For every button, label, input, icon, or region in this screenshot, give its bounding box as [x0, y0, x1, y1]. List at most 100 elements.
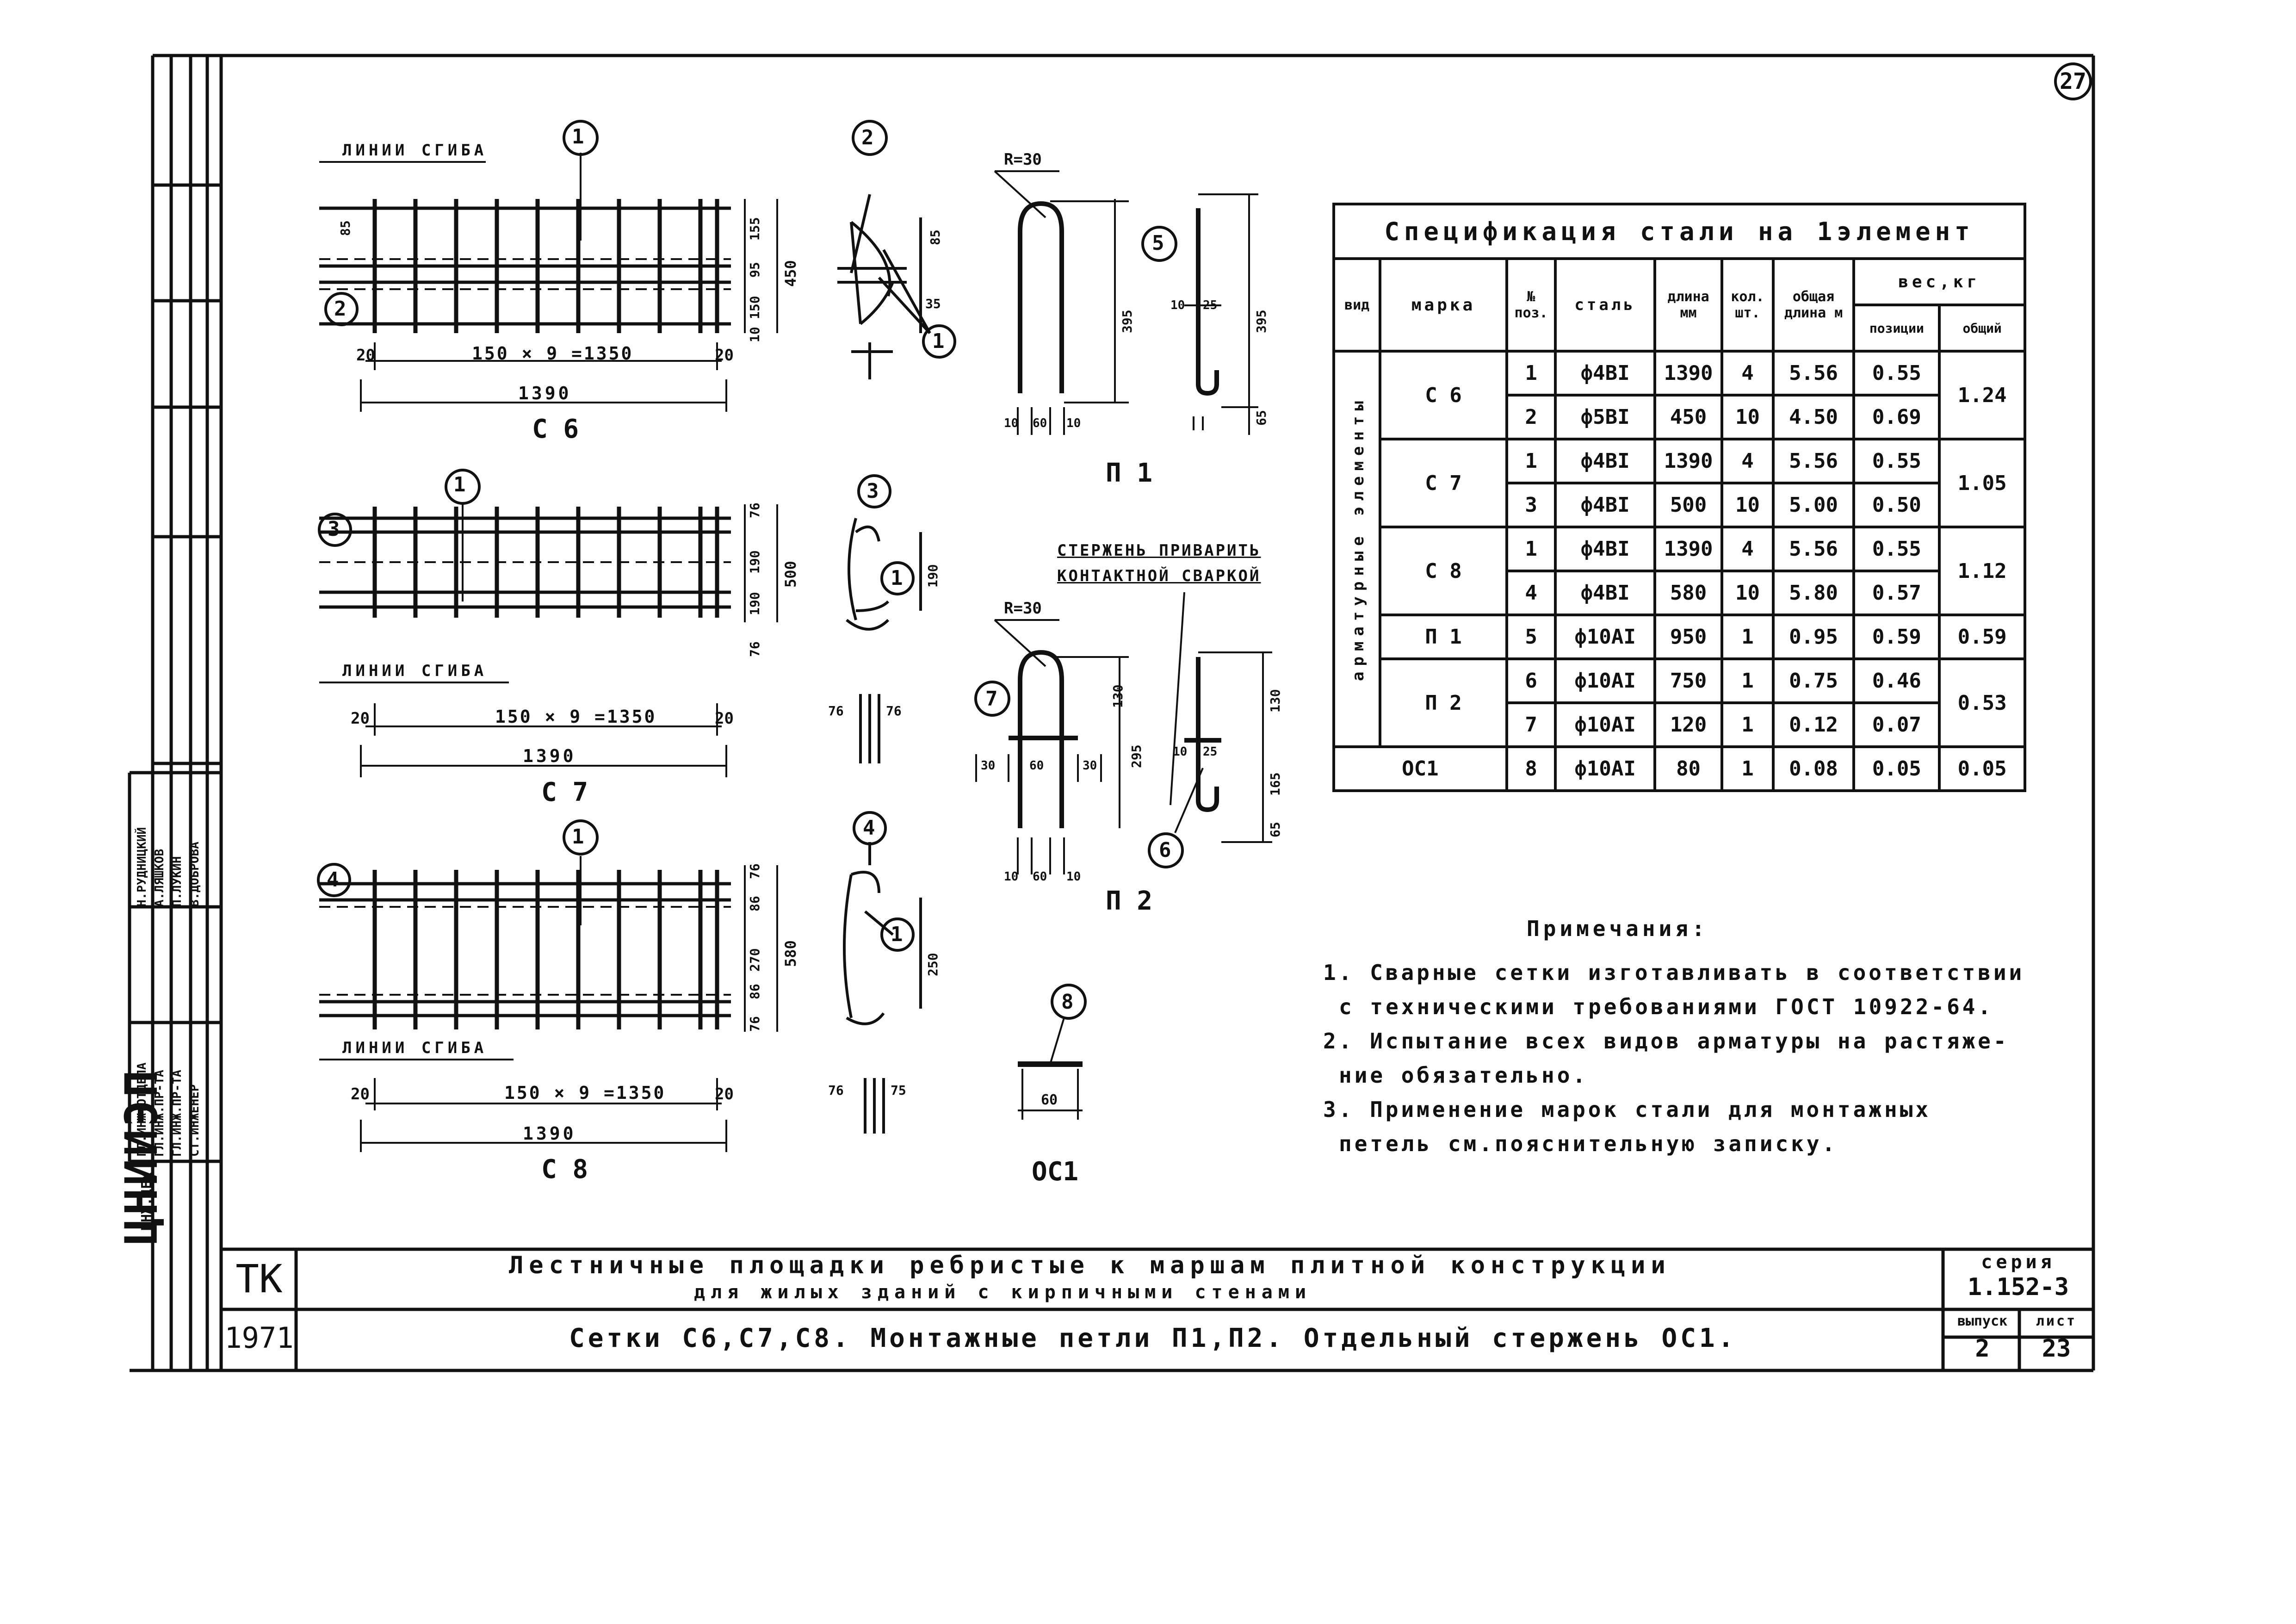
series-label: серия: [1981, 1252, 2055, 1273]
spec-row: 3 ф4ВI 500 10 5.00 0.50: [1334, 482, 2025, 528]
loop-p2-drawing: [974, 592, 1272, 874]
spec-cell-qty: 1: [1720, 657, 1775, 704]
spec-cell-total-length: 0.08: [1771, 745, 1856, 792]
spec-cell-qty: 10: [1720, 570, 1775, 616]
c8-section-dim-a: 250: [925, 953, 941, 976]
spec-cell-qty: 1: [1720, 745, 1775, 792]
spec-cell-weight-total: 0.59: [1938, 614, 2026, 660]
p2-dim-7: 60: [1033, 870, 1047, 884]
c8-dim-left: 20: [351, 1085, 370, 1103]
signature-name-1: Н.РУДНИЦКИЙ: [135, 827, 149, 907]
c7-dim-vert-4: 76: [747, 641, 762, 657]
spec-cell-qty: 1: [1720, 701, 1775, 748]
c7-dim-vert-2: 190: [747, 550, 762, 574]
p2-dim-4: 60: [1029, 759, 1044, 773]
oc1-pos: 8: [1061, 990, 1074, 1014]
c7-dim-right: 20: [715, 709, 734, 728]
spec-cell-qty: 10: [1720, 394, 1775, 440]
issue-number: 2: [1975, 1335, 1990, 1363]
sheet-frame: [128, 54, 2095, 1372]
spec-cell-steel: ф4ВI: [1554, 570, 1656, 616]
spec-cell-weight-total: 1.24: [1938, 350, 2026, 440]
spec-marka-c7: С 7: [1379, 438, 1508, 528]
c8-dim-vert-1: 76: [747, 863, 762, 879]
c7-section-dim-a: 190: [925, 564, 941, 588]
spec-marka-c8: С 8: [1379, 526, 1508, 616]
notes-title: Примечания:: [1527, 916, 1708, 941]
spec-cell-total-length: 0.95: [1771, 614, 1856, 660]
c8-dim-total: 1390: [523, 1123, 576, 1144]
spec-cell-total-length: 5.56: [1771, 438, 1856, 484]
p2-dim-9: 10: [1173, 745, 1188, 759]
c6-pos-top: 1: [572, 125, 584, 149]
issue-label: выпуск: [1957, 1313, 2008, 1329]
spec-cell-pos: 7: [1505, 701, 1557, 748]
note-line: петель см.пояснительную записку.: [1339, 1131, 1838, 1156]
spec-header-total-length: общая длина м: [1771, 257, 1856, 353]
signature-name-4: В.ДОБРОВА: [188, 842, 202, 907]
spec-cell-weight-total: 1.12: [1938, 526, 2026, 616]
spec-cell-weight-pos: 0.55: [1852, 526, 1941, 572]
spec-cell-weight-pos: 0.46: [1852, 657, 1941, 704]
spec-cell-weight-pos: 0.05: [1852, 745, 1941, 792]
c7-dim-vert-5: 500: [782, 561, 799, 588]
spec-row: 2 ф5ВI 450 10 4.50 0.69: [1334, 394, 2025, 440]
p1-dim-5: 10: [1170, 298, 1185, 312]
title-code: ТК: [235, 1256, 283, 1302]
p2-dim-10: 25: [1203, 745, 1218, 759]
p2-dim-8: 10: [1066, 870, 1081, 884]
p2-dim-2: 295: [1129, 744, 1144, 768]
c8-dim-vert-3: 270: [747, 948, 762, 972]
p2-radius: R=30: [1004, 599, 1042, 618]
c7-dim-span: 150 × 9 =1350: [495, 707, 657, 727]
c6-dim-left: 20: [356, 346, 375, 365]
c7-bend-label: ЛИНИИ СГИБА: [342, 662, 488, 680]
c7-section-pos-b: 1: [891, 566, 903, 590]
c8-section-pos-b: 1: [891, 923, 903, 946]
spec-cell-pos: 5: [1505, 614, 1557, 660]
p2-dim-5: 30: [1083, 759, 1097, 773]
spec-cell-weight-pos: 0.57: [1852, 570, 1941, 616]
c6-title: С 6: [532, 414, 579, 444]
spec-marka-c6: С 6: [1379, 350, 1508, 440]
note-line: 2. Испытание всех видов арматуры на раст…: [1323, 1029, 2009, 1054]
spec-cell-steel: ф4ВI: [1554, 438, 1656, 484]
spec-cell-weight-pos: 0.59: [1852, 614, 1941, 660]
spec-cell-weight-pos: 0.55: [1852, 438, 1941, 484]
p2-dim-6: 10: [1004, 870, 1019, 884]
spec-cell-length: 750: [1653, 657, 1724, 704]
rod-oc1-drawing: [1018, 984, 1087, 1120]
note-line: ние обязательно.: [1339, 1063, 1589, 1088]
c6-dim-vert-4: 95: [747, 262, 762, 278]
spec-header-steel: сталь: [1554, 257, 1656, 353]
oc1-title: ОС1: [1032, 1157, 1079, 1187]
p2-dim-1: 130: [1110, 684, 1126, 708]
spec-cell-qty: 4: [1720, 438, 1775, 484]
p1-dim-4: 10: [1066, 416, 1081, 430]
title-line-1: Лестничные площадки ребристые к маршам п…: [509, 1252, 1671, 1279]
spec-cell-steel: ф4ВI: [1554, 350, 1656, 397]
mesh-c7-drawing: [318, 469, 922, 777]
spec-cell-weight-pos: 0.69: [1852, 394, 1941, 440]
spec-header-weight-pos: позиции: [1852, 304, 1941, 353]
spec-cell-pos: 2: [1505, 394, 1557, 440]
c7-title: С 7: [541, 777, 588, 807]
p1-dim-2: 10: [1004, 416, 1019, 430]
spec-cell-steel: ф10АI: [1554, 701, 1656, 748]
p1-dim-3: 60: [1033, 416, 1047, 430]
p2-pos-b: 6: [1159, 838, 1171, 862]
spec-cell-steel: ф10АI: [1554, 657, 1656, 704]
spec-cell-length: 950: [1653, 614, 1724, 660]
spec-cell-length: 120: [1653, 701, 1724, 748]
spec-cell-total-length: 5.00: [1771, 482, 1856, 528]
c6-dim-vert-2: 10: [747, 327, 762, 342]
p1-pos: 5: [1152, 231, 1164, 255]
p1-dim-8: 65: [1254, 410, 1269, 426]
spec-cell-steel: ф10АI: [1554, 614, 1656, 660]
c8-dim-span: 150 × 9 =1350: [504, 1083, 666, 1103]
c7-dim-vert-1: 76: [747, 502, 762, 518]
c8-pos-top: 1: [572, 825, 584, 849]
c8-dim-vert-4: 86: [747, 984, 762, 999]
spec-cell-length: 500: [1653, 482, 1724, 528]
c8-dim-vert-5: 76: [747, 1016, 762, 1032]
